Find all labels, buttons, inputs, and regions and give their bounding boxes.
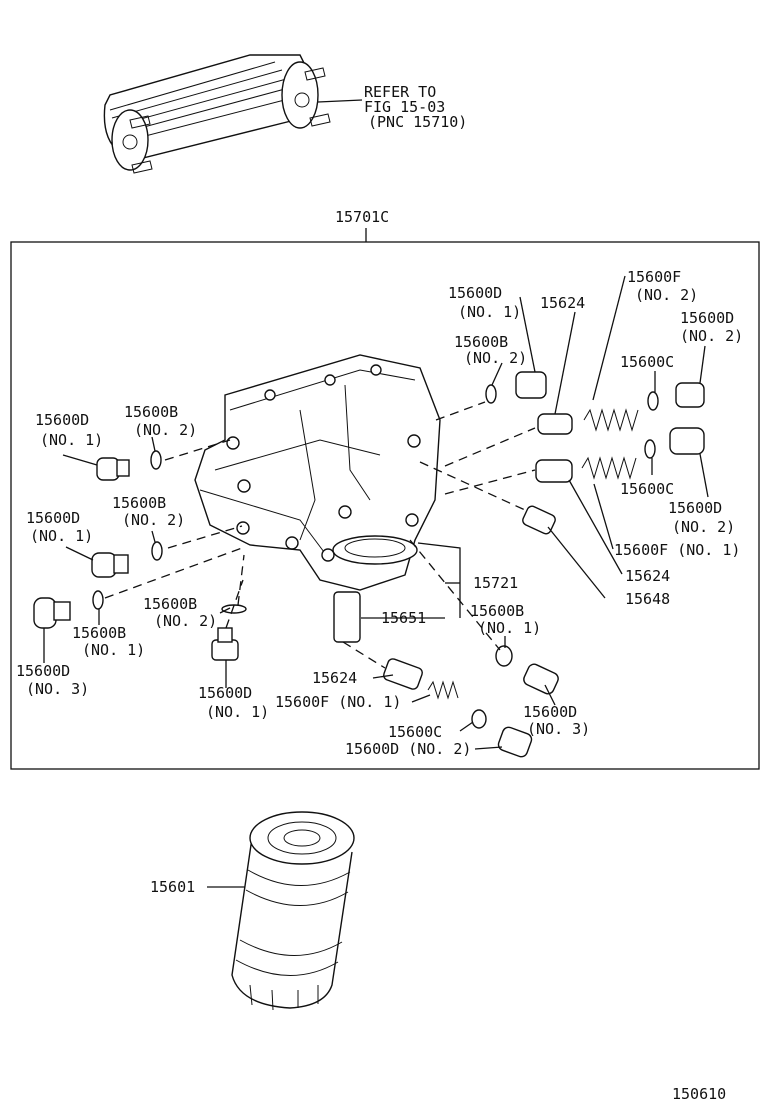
label-15600b-no2-a: 15600B (454, 333, 508, 351)
label-15600d-no1-a: 15600D (448, 284, 502, 302)
label-15600c-b: 15600C (620, 480, 674, 498)
label-15600d-no1-a-sub: (NO. 1) (458, 303, 521, 321)
leader-lines (98, 275, 709, 750)
label-15600b-no1-a: 15600B (470, 602, 524, 620)
oil-filter (207, 811, 355, 1011)
figure-number: 150610 (672, 1085, 726, 1103)
plug-15600d-no1-bottom (211, 627, 239, 688)
label-15600d-no1-d-sub: (NO. 1) (206, 703, 269, 721)
dashed-connectors (104, 401, 536, 669)
oil-cooler-assembly (103, 54, 363, 174)
refer-line-3: (PNC 15710) (368, 113, 467, 131)
plug-15600d-no3-left (33, 597, 71, 663)
label-15600f-no1-b: 15600F (NO. 1) (275, 693, 401, 711)
label-15600b-no2-a-sub: (NO. 2) (464, 349, 527, 367)
label-15600b-no2-b-sub: (NO. 2) (134, 421, 197, 439)
label-15600d-no2-c: 15600D (NO. 2) (345, 740, 471, 758)
plug-15600d-no1-left-top (62, 454, 130, 481)
label-15600d-no1-b-sub: (NO. 1) (40, 431, 103, 449)
label-15701c: 15701C (335, 208, 389, 226)
label-15600c-c: 15600C (388, 723, 442, 741)
label-15600d-no2-a-sub: (NO. 2) (680, 327, 743, 345)
label-15600b-no2-d: 15600B (143, 595, 197, 613)
label-15600d-no1-c: 15600D (26, 509, 80, 527)
label-15600d-no3-a: 15600D (16, 662, 70, 680)
label-15600d-no1-b: 15600D (35, 411, 89, 429)
label-15600d-no1-d: 15600D (198, 684, 252, 702)
label-15600f-no2-sub: (NO. 2) (635, 286, 698, 304)
label-15651: 15651 (381, 609, 426, 627)
label-15600c-a: 15600C (620, 353, 674, 371)
label-15600f-no2: 15600F (627, 268, 681, 286)
plug-15600d-no1-left-mid (65, 546, 129, 578)
label-15600f-no1-a: 15600F (NO. 1) (614, 541, 740, 559)
label-15624-c: 15624 (312, 669, 357, 687)
refer-line-2: FIG 15-03 (364, 98, 445, 116)
label-15600b-no2-d-sub: (NO. 2) (154, 612, 217, 630)
label-15600d-no2-a: 15600D (680, 309, 734, 327)
label-15600d-no3-b: 15600D (523, 703, 577, 721)
gaskets-left (92, 450, 247, 614)
label-15600b-no1-b-sub: (NO. 1) (82, 641, 145, 659)
label-15648: 15648 (625, 590, 670, 608)
cooler-housing-body (194, 354, 441, 591)
label-15600b-no2-b: 15600B (124, 403, 178, 421)
label-15600b-no1-a-sub: (NO. 1) (478, 619, 541, 637)
label-15600b-no1-b: 15600B (72, 624, 126, 642)
label-15600d-no2-b-sub: (NO. 2) (672, 518, 735, 536)
refer-line-1: REFER TO (364, 83, 436, 101)
housing-frame (10, 241, 760, 770)
right-parts (333, 371, 705, 758)
label-15721: 15721 (473, 574, 518, 592)
label-15600b-no2-c: 15600B (112, 494, 166, 512)
label-15600d-no3-b-sub: (NO. 3) (527, 720, 590, 738)
label-15600d-no3-a-sub: (NO. 3) (26, 680, 89, 698)
label-15601: 15601 (150, 878, 195, 896)
label-15600b-no2-c-sub: (NO. 2) (122, 511, 185, 529)
label-15624-a: 15624 (540, 294, 585, 312)
label-15624-b: 15624 (625, 567, 670, 585)
label-15600d-no1-c-sub: (NO. 1) (30, 527, 93, 545)
label-15600d-no2-b: 15600D (668, 499, 722, 517)
